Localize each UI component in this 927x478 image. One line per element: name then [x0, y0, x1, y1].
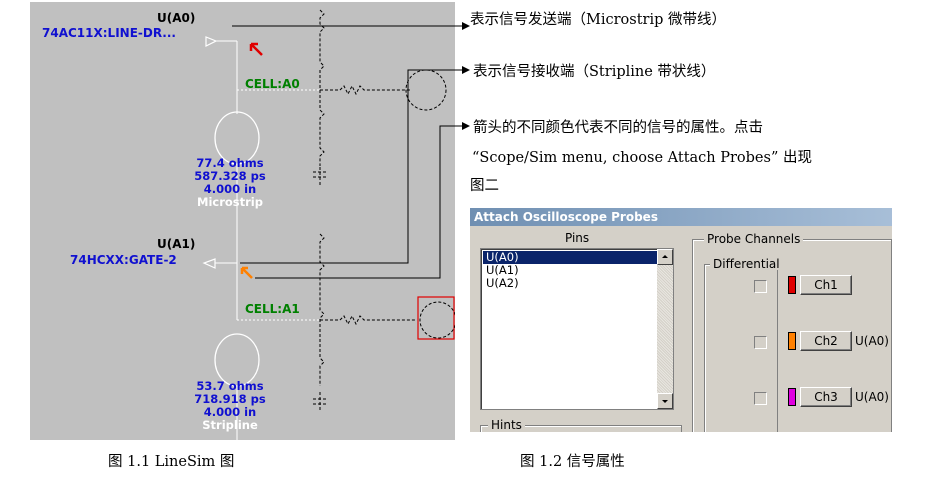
- attach-probes-dialog: Attach Oscilloscope Probes Pins U(A0) U(…: [470, 208, 892, 432]
- pins-scrollbar[interactable]: [657, 249, 673, 409]
- differential-checkbox-ch1[interactable]: [754, 280, 767, 293]
- differential-checkbox-ch3[interactable]: [754, 392, 767, 405]
- hints-group: [480, 425, 682, 432]
- bottom-receiver-cell: CELL:A1: [245, 302, 300, 316]
- annotation-receiver: 表示信号接收端（Stripline 带状线）: [473, 64, 716, 80]
- pin-item[interactable]: U(A1): [486, 263, 519, 277]
- pin-item[interactable]: U(A2): [486, 276, 519, 290]
- figure-2-caption: 图 1.2 信号属性: [520, 454, 625, 470]
- arrow-head-icon: [462, 122, 470, 130]
- top-receiver-circle: [405, 69, 447, 111]
- top-receiver-cell: CELL:A0: [245, 77, 300, 91]
- ch2-color-swatch: [788, 332, 796, 350]
- hints-label: Hints: [488, 419, 525, 431]
- scroll-down-button[interactable]: [657, 393, 673, 409]
- differential-checkbox-ch2[interactable]: [754, 336, 767, 349]
- annotation-colors: 箭头的不同颜色代表不同的信号的属性。点击: [473, 120, 763, 136]
- arrow-head-icon: [462, 66, 470, 74]
- arrow-head-icon: [462, 22, 470, 30]
- dialog-title: Attach Oscilloscope Probes: [470, 208, 892, 226]
- top-driver-buffer: [205, 36, 218, 47]
- bottom-driver-part: 74HCXX:GATE-2: [70, 253, 177, 267]
- scroll-up-button[interactable]: [657, 249, 673, 265]
- top-line-properties: 77.4 ohms 587.328 ps 4.000 in Microstrip: [194, 156, 266, 209]
- bottom-receiver-highlight: [417, 296, 455, 340]
- linesim-schematic: U(A0) 74AC11X:LINE-DR... CELL:A0 77.4 oh…: [30, 2, 455, 440]
- figure-1-caption: 图 1.1 LineSim 图: [108, 454, 235, 470]
- ch2-value: U(A0): [855, 334, 889, 348]
- top-driver-part: 74AC11X:LINE-DR...: [42, 26, 176, 40]
- annotation-figure-ref: 图二: [470, 178, 499, 194]
- ch1-button[interactable]: Ch1: [800, 275, 852, 295]
- ch3-color-swatch: [788, 388, 796, 406]
- schematic-wiring: [202, 9, 455, 440]
- ch3-button[interactable]: Ch3: [800, 387, 852, 407]
- bottom-driver-pin: U(A1): [157, 237, 196, 251]
- differential-label: Differential: [710, 258, 783, 270]
- probe-channels-label: Probe Channels: [704, 233, 804, 245]
- ch1-color-swatch: [788, 276, 796, 294]
- annotation-sender: 表示信号发送端（Microstrip 微带线）: [470, 12, 726, 28]
- bottom-receiver-circle: [419, 301, 455, 339]
- pins-listbox[interactable]: U(A0) U(A1) U(A2): [480, 248, 674, 410]
- red-arrow-icon: [249, 42, 263, 56]
- orange-arrow-icon: [240, 266, 253, 279]
- top-driver-pin: U(A0): [157, 11, 196, 25]
- pins-label: Pins: [565, 231, 590, 245]
- annotation-instruction: “Scope/Sim menu, choose Attach Probes” 出…: [472, 150, 812, 166]
- bottom-line-properties: 53.7 ohms 718.918 ps 4.000 in Stripline: [194, 379, 266, 432]
- ch2-button[interactable]: Ch2: [800, 331, 852, 351]
- pin-item[interactable]: U(A0): [483, 251, 667, 264]
- ch3-value: U(A0): [855, 390, 889, 404]
